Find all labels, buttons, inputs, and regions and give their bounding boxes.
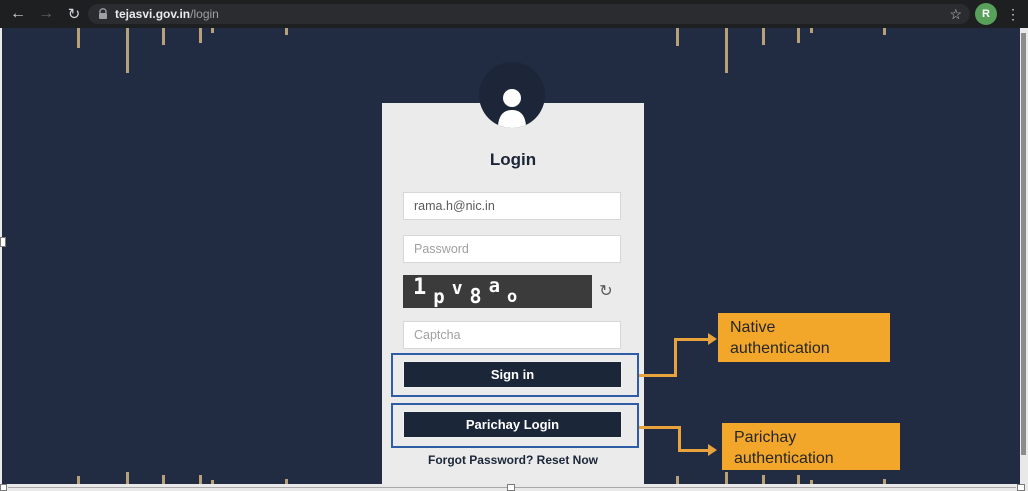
captcha-char: o (507, 287, 518, 307)
ruler-tick-artifact (285, 479, 288, 484)
parichay-authentication-note: Parichay authentication (722, 423, 900, 470)
arrowhead-icon (708, 444, 717, 456)
browser-toolbar: ← → ↻ tejasvi.gov.in /login ☆ R ⋮ (0, 0, 1028, 28)
ruler-tick-artifact (810, 28, 813, 33)
note-line: authentication (730, 340, 830, 357)
document-scrollbar[interactable] (1021, 33, 1026, 455)
ruler-tick-artifact (762, 28, 765, 45)
selection-handle[interactable] (0, 237, 6, 247)
captcha-char: 1 (413, 274, 427, 300)
captcha-char: v (451, 277, 463, 299)
arrowhead-icon (708, 333, 717, 345)
selection-handle[interactable] (0, 484, 7, 491)
forward-icon[interactable]: → (38, 5, 54, 22)
address-bar[interactable]: tejasvi.gov.in /login ☆ (88, 4, 970, 24)
ruler-tick-artifact (285, 28, 288, 35)
profile-avatar[interactable]: R (975, 3, 997, 25)
ruler-tick-artifact (762, 475, 765, 484)
arrow-segment (678, 426, 681, 452)
ruler-tick-artifact (676, 476, 679, 484)
back-icon[interactable]: ← (10, 5, 26, 22)
ruler-tick-artifact (883, 479, 886, 484)
user-icon (498, 89, 526, 128)
ruler-tick-artifact (162, 475, 165, 484)
password-field[interactable] (403, 235, 621, 263)
arrow-segment (639, 374, 677, 377)
user-avatar-badge (479, 62, 545, 128)
lock-icon (98, 8, 108, 20)
reload-icon[interactable]: ↻ (67, 6, 81, 23)
ruler-tick-artifact (725, 28, 728, 73)
page-title: Login (489, 150, 537, 169)
arrow-segment (674, 338, 710, 341)
note-line: authentication (734, 450, 834, 467)
url-path: /login (190, 7, 219, 21)
selection-handle[interactable] (1017, 484, 1025, 491)
email-field[interactable] (403, 192, 621, 220)
ruler-tick-artifact (126, 28, 129, 73)
ruler-tick-artifact (725, 472, 728, 484)
captcha-image: 1 p v 8 a o (403, 275, 592, 308)
ruler-tick-artifact (676, 28, 679, 46)
ruler-tick-artifact (77, 476, 80, 484)
parichay-login-button[interactable]: Parichay Login (403, 411, 622, 438)
captcha-char: p (433, 286, 445, 308)
ruler-tick-artifact (199, 28, 202, 43)
ruler-tick-artifact (199, 475, 202, 484)
arrow-segment (639, 426, 681, 429)
note-line: Native (730, 319, 776, 336)
ruler-tick-artifact (162, 28, 165, 45)
arrow-segment (678, 449, 710, 452)
ruler-tick-artifact (797, 475, 800, 484)
bookmark-star-icon[interactable]: ☆ (949, 6, 962, 22)
ruler-tick-artifact (211, 28, 214, 33)
note-line: Parichay (734, 429, 797, 446)
ruler-tick-artifact (883, 28, 886, 35)
captcha-char: 8 (469, 283, 482, 308)
ruler-tick-artifact (77, 28, 80, 48)
captcha-char: a (488, 275, 501, 297)
ruler-tick-artifact (126, 472, 129, 484)
browser-menu-icon[interactable]: ⋮ (1006, 5, 1020, 22)
native-authentication-note: Native authentication (718, 313, 890, 362)
captcha-refresh-icon[interactable]: ↻ (599, 283, 613, 300)
ruler-tick-artifact (797, 28, 800, 43)
selection-handle[interactable] (507, 484, 515, 491)
signin-callout-outline (391, 353, 639, 397)
sign-in-button[interactable]: Sign in (403, 361, 622, 388)
arrow-segment (674, 338, 677, 377)
ruler-tick-artifact (211, 480, 214, 484)
captcha-input[interactable] (403, 321, 621, 349)
url-domain: tejasvi.gov.in (115, 7, 191, 21)
ruler-tick-artifact (810, 480, 813, 484)
forgot-password-link[interactable]: Forgot Password? Reset Now (427, 453, 599, 467)
parichay-callout-outline (391, 403, 639, 448)
